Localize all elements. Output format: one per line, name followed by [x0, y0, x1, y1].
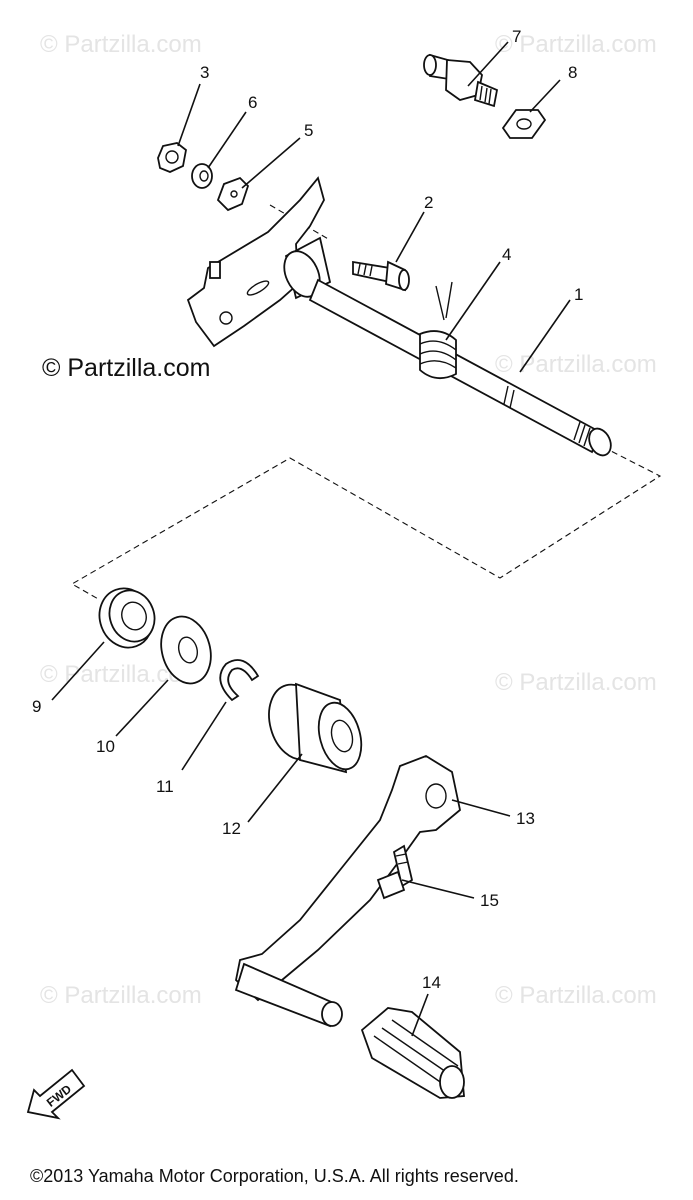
- fwd-arrow: FWD: [26, 1068, 86, 1120]
- watermark-main: © Partzilla.com: [42, 354, 210, 382]
- part-14-pedal-rubber: [360, 1007, 465, 1099]
- watermark-bottom-right: © Partzilla.com: [495, 982, 657, 1009]
- label-12: 12: [222, 819, 241, 838]
- part-11-circlip: [219, 659, 260, 702]
- label-3: 3: [200, 63, 209, 82]
- watermark-right-2: © Partzilla.com: [495, 669, 657, 696]
- leader-lines: [51, 41, 571, 1037]
- label-15: 15: [480, 891, 499, 910]
- part-15-bolt: [376, 844, 414, 900]
- label-10: 10: [96, 737, 115, 756]
- part-10-washer: [160, 615, 212, 685]
- part-3-nut: [157, 142, 187, 173]
- label-5: 5: [304, 121, 313, 140]
- watermark-top-left: © Partzilla.com: [40, 31, 202, 58]
- part-12-collar: [268, 682, 363, 774]
- part-6-washer: [191, 163, 213, 189]
- part-2-pin: [352, 260, 410, 292]
- label-4: 4: [502, 245, 511, 264]
- label-2: 2: [424, 193, 433, 212]
- label-1: 1: [574, 285, 583, 304]
- label-8: 8: [568, 63, 577, 82]
- part-13-shift-pedal: [234, 755, 461, 1028]
- copyright-notice: ©2013 Yamaha Motor Corporation, U.S.A. A…: [30, 1166, 519, 1186]
- label-13: 13: [516, 809, 535, 828]
- parts-diagram: © Partzilla.com © Partzilla.com © Partzi…: [26, 27, 662, 1120]
- label-7: 7: [512, 27, 521, 46]
- label-14: 14: [422, 973, 441, 992]
- part-labels: 7 8 3 6 5 2 4 1 9 10 11 12 13 15 14: [32, 27, 583, 992]
- watermark-top-right: © Partzilla.com: [495, 31, 657, 58]
- label-9: 9: [32, 697, 41, 716]
- part-9-bearing: [98, 587, 156, 649]
- label-6: 6: [248, 93, 257, 112]
- label-11: 11: [156, 777, 174, 796]
- part-8-lock-washer: [501, 109, 547, 139]
- part-5-plate: [216, 176, 250, 212]
- part-1-shift-shaft: [186, 176, 612, 457]
- watermark-bottom-left: © Partzilla.com: [40, 982, 202, 1009]
- watermark-mid-right: © Partzilla.com: [495, 351, 657, 378]
- part-7-bolt: [423, 53, 499, 108]
- part-4-spring: [419, 281, 457, 380]
